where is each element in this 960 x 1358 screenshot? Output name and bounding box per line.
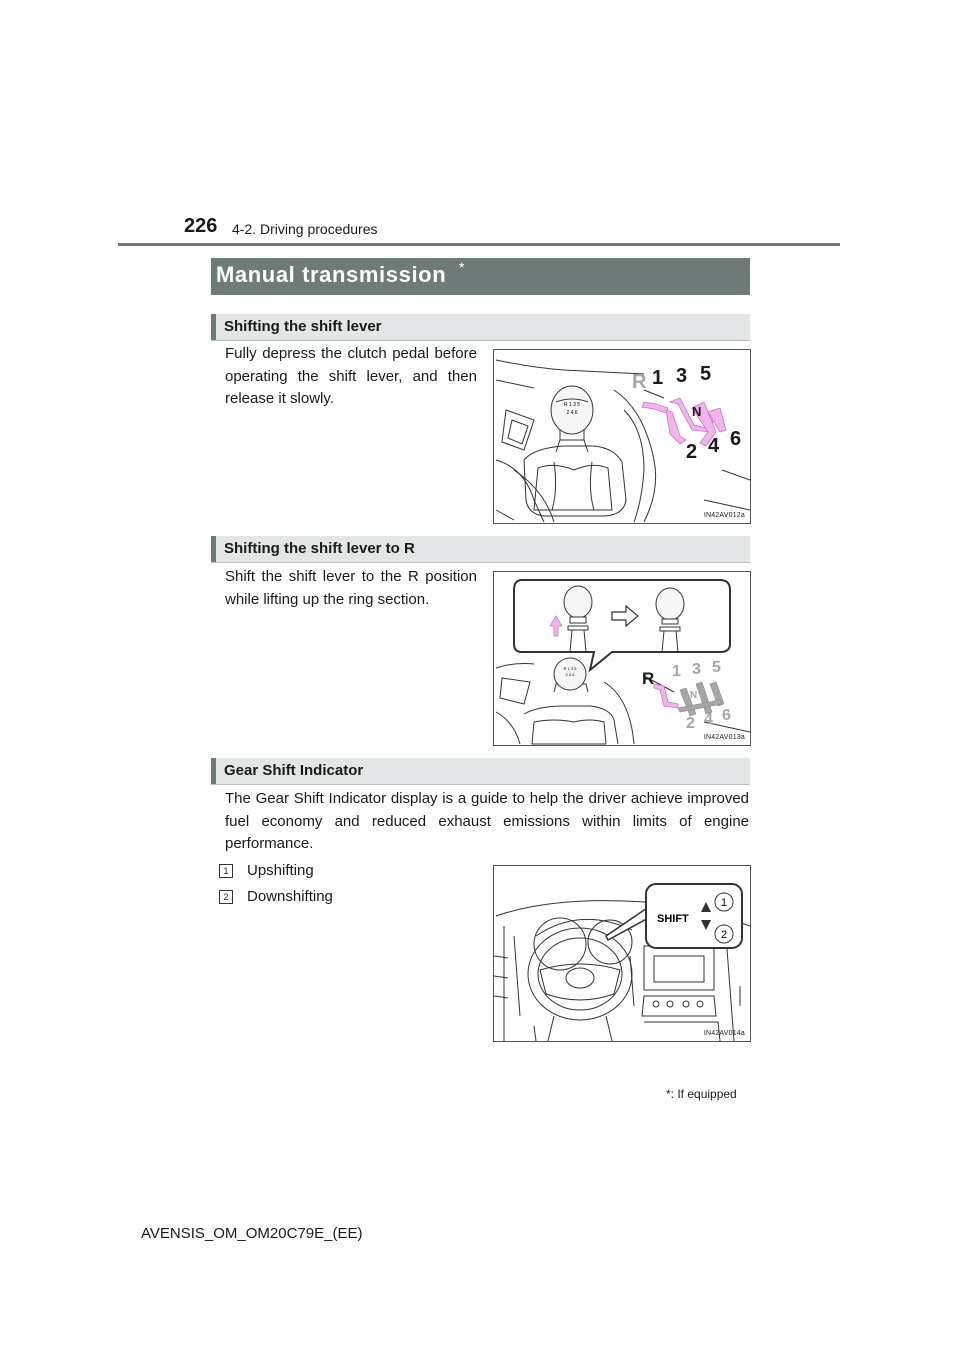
footnote: *: If equipped: [666, 1087, 737, 1101]
reverse-shift-drawing: R 1 3 5 2 4 6 R 1 3 5 N 2 4 6: [495, 579, 750, 745]
document-id: AVENSIS_OM_OM20C79E_(EE): [141, 1225, 363, 1242]
gate-label-5: 5: [700, 363, 711, 385]
upshift-arrow-icon: [701, 902, 711, 912]
gate-label-4: 4: [708, 435, 720, 457]
subheading-text: Gear Shift Indicator: [224, 762, 364, 779]
reverse-shift-illustration: R 1 3 5 2 4 6 R 1 3 5 N 2 4 6 IN42AV013a: [493, 571, 751, 746]
subheading-gear-shift-indicator: Gear Shift Indicator: [211, 758, 750, 785]
page-number: 226: [184, 215, 218, 237]
knob-pattern-top: R 1 3 5: [564, 666, 578, 671]
subheading-text: Shifting the shift lever to R: [224, 540, 415, 557]
item-number: 2: [219, 890, 233, 904]
gate-label-1: 1: [672, 663, 681, 680]
item-label: Downshifting: [247, 888, 333, 905]
item-label: Upshifting: [247, 862, 314, 879]
gate-label-n: N: [690, 690, 697, 701]
figure-code: IN42AV014a: [703, 1030, 745, 1037]
knob-pattern-bottom: 2 4 6: [566, 410, 577, 416]
gate-label-5: 5: [712, 659, 721, 676]
gate-label-1: 1: [652, 367, 663, 389]
gate-label-4: 4: [704, 711, 713, 728]
gate-label-r: R: [632, 371, 647, 393]
gate-label-6: 6: [730, 428, 741, 450]
knob-pattern-bottom: 2 4 6: [566, 672, 576, 677]
section-reference: 4-2. Driving procedures: [232, 221, 378, 237]
figure-code: IN42AV012a: [703, 512, 745, 519]
gate-label-6: 6: [722, 707, 731, 724]
subheading-shift-to-r: Shifting the shift lever to R: [211, 536, 750, 563]
equipped-asterisk: *: [459, 259, 465, 275]
callout-1: 1: [721, 897, 727, 909]
item-number: 1: [219, 864, 233, 878]
callout-2: 2: [721, 929, 727, 941]
gate-label-r: R: [642, 669, 654, 688]
gate-label-n: N: [692, 404, 701, 419]
section-title-bar: Manual transmission *: [211, 258, 750, 295]
gate-label-3: 3: [676, 365, 687, 387]
list-item-upshifting: 1 Upshifting: [219, 862, 314, 879]
body-paragraph: The Gear Shift Indicator display is a gu…: [225, 790, 749, 852]
gate-label-2: 2: [686, 715, 695, 732]
footnote-text: : If equipped: [670, 1087, 737, 1101]
knob-pattern-top: R 1 3 5: [564, 402, 580, 408]
dashboard-drawing: SHIFT 1 2: [494, 883, 750, 1041]
shift-lever-illustration: R 1 3 5 2 4 6 R 1 3 5 N 2 4 6 IN42AV012a: [493, 349, 751, 524]
figure-code: IN42AV013a: [703, 734, 745, 741]
body-paragraph: Fully depress the clutch pedal before op…: [225, 345, 477, 407]
subheading-shifting-lever: Shifting the shift lever: [211, 314, 750, 341]
footnote-star: *: [666, 1087, 671, 1101]
downshift-arrow-icon: [701, 920, 711, 930]
shift-lever-drawing: R 1 3 5 2 4 6 R 1 3 5 N 2 4 6: [495, 359, 750, 523]
gate-label-2: 2: [686, 441, 697, 463]
body-paragraph: Shift the shift lever to the R position …: [225, 568, 477, 608]
subheading-text: Shifting the shift lever: [224, 318, 382, 335]
header-divider: [118, 243, 840, 246]
page-title: Manual transmission: [216, 262, 447, 287]
list-item-downshifting: 2 Downshifting: [219, 888, 333, 905]
gate-label-3: 3: [692, 661, 701, 678]
shift-indicator-text: SHIFT: [657, 913, 689, 925]
dashboard-illustration: SHIFT 1 2 IN42AV014a: [493, 865, 751, 1042]
